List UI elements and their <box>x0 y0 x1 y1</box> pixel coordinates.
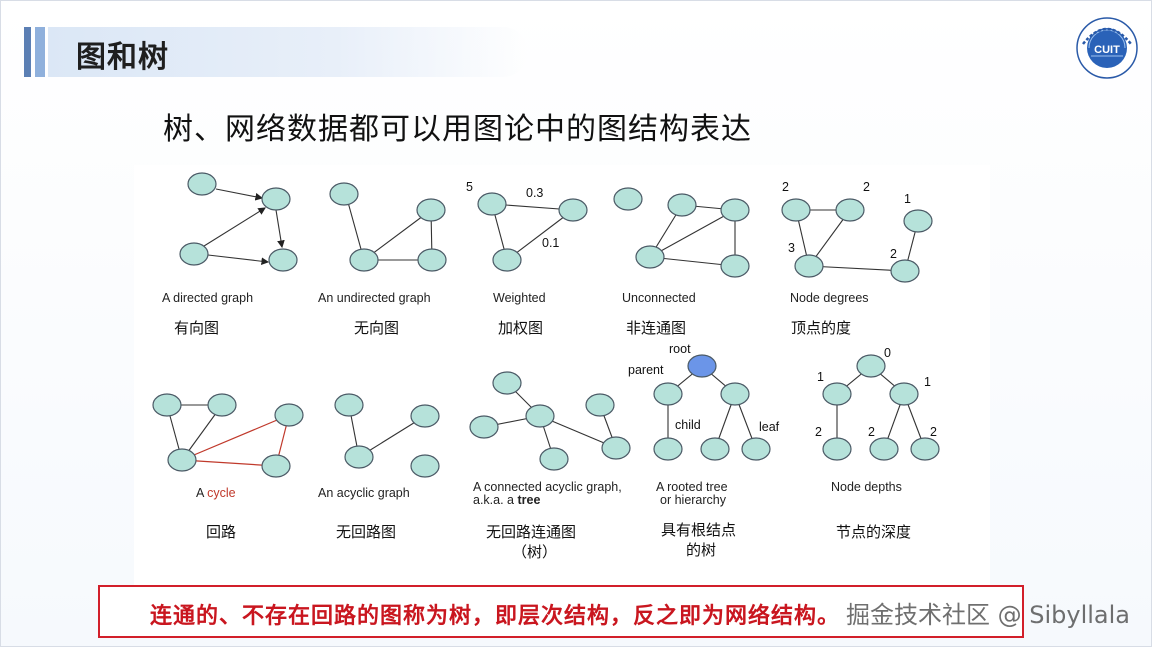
weight-label: 0.3 <box>526 186 543 200</box>
graph-types-figure: A directed graph 有向图 An undirected graph… <box>134 165 990 585</box>
caption-weighted-en: Weighted <box>493 291 546 305</box>
caption-undirected-en: An undirected graph <box>318 291 431 305</box>
conclusion-text: 连通的、不存在回路的图称为树，即层次结构，反之即为网络结构。 <box>150 604 841 629</box>
caption-cycle-en: A cycle <box>196 486 236 500</box>
caption-tree-en-line1: A connected acyclic graph, <box>473 480 622 494</box>
root-node <box>687 354 717 378</box>
tree-bold: tree <box>517 493 540 507</box>
undirected-graph-diagram <box>329 182 447 272</box>
caption-rooted-en-line2: or hierarchy <box>660 493 727 507</box>
caption-rooted-zh-line2: 的树 <box>686 541 716 559</box>
node-degrees-diagram <box>781 198 933 283</box>
caption-unconnected-zh: 非连通图 <box>626 319 686 337</box>
logo-text: CUIT <box>1094 44 1120 56</box>
unconnected-graph-diagram <box>613 187 750 278</box>
caption-weighted-zh: 加权图 <box>498 319 543 337</box>
root-label: root <box>669 342 691 356</box>
caption-acyclic-zh: 无回路图 <box>336 523 396 541</box>
degree-label: 2 <box>890 247 897 261</box>
caption-unconnected-en: Unconnected <box>622 291 696 305</box>
caption-rooted-zh-line1: 具有根结点 <box>661 521 736 539</box>
node-depths-diagram <box>822 354 940 461</box>
caption-cycle-zh: 回路 <box>206 523 236 541</box>
tree-graph-diagram <box>469 371 631 471</box>
directed-graph-diagram <box>179 172 298 272</box>
weight-label: 5 <box>466 180 473 194</box>
caption-degrees-en: Node degrees <box>790 291 869 305</box>
cycle-highlight: cycle <box>207 486 236 500</box>
caption-tree-zh-line2: （树） <box>512 543 557 561</box>
depth-label: 0 <box>884 346 891 360</box>
page-title: 图和树 <box>76 40 169 75</box>
degree-label: 3 <box>788 241 795 255</box>
caption-acyclic-en: An acyclic graph <box>318 486 410 500</box>
caption-rooted-en-line1: A rooted tree <box>656 480 728 494</box>
watermark: 掘金技术社区 @ Sibyllala <box>846 601 1131 629</box>
graph-types-svg: A directed graph 有向图 An undirected graph… <box>152 172 940 561</box>
depth-label: 2 <box>815 425 822 439</box>
caption-tree-en-line2: a.k.a. a tree <box>473 493 540 507</box>
child-label: child <box>675 418 701 432</box>
depth-label: 2 <box>868 425 875 439</box>
caption-undirected-zh: 无向图 <box>354 319 399 337</box>
acyclic-graph-diagram <box>334 393 440 478</box>
caption-tree-zh-line1: 无回路连通图 <box>486 523 576 541</box>
degree-label: 1 <box>904 192 911 206</box>
caption-depths-en: Node depths <box>831 480 902 494</box>
depth-label: 1 <box>817 370 824 384</box>
caption-directed-zh: 有向图 <box>174 319 219 337</box>
title-accent-bar-light <box>35 27 45 77</box>
caption-degrees-zh: 顶点的度 <box>791 319 851 337</box>
rooted-tree-diagram <box>653 354 771 461</box>
weighted-graph-diagram <box>477 192 588 272</box>
title-accent-bar <box>24 27 31 77</box>
leaf-label: leaf <box>759 420 780 434</box>
degree-label: 2 <box>782 180 789 194</box>
conclusion-box <box>98 585 1024 638</box>
weight-label: 0.1 <box>542 236 559 250</box>
depth-label: 1 <box>924 375 931 389</box>
title-bar <box>48 27 528 77</box>
caption-depths-zh: 节点的深度 <box>836 523 911 541</box>
cycle-graph-diagram <box>152 393 304 478</box>
caption-directed-en: A directed graph <box>162 291 253 305</box>
degree-label: 2 <box>863 180 870 194</box>
depth-label: 2 <box>930 425 937 439</box>
parent-label: parent <box>628 363 664 377</box>
subtitle: 树、网络数据都可以用图论中的图结构表达 <box>163 112 752 147</box>
university-logo-icon: CUIT <box>1076 17 1138 79</box>
